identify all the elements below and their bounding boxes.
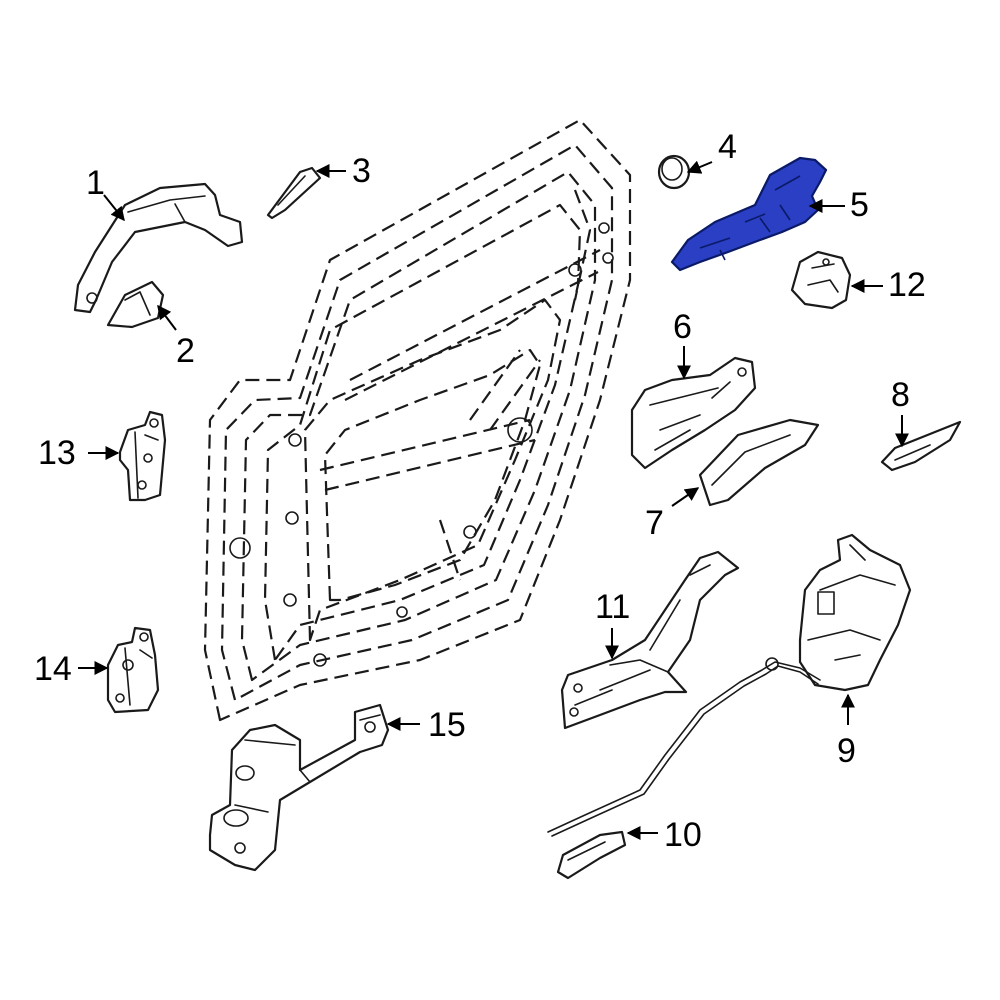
callout-labels: 1 2 3 4 5 6 7 8 9 10 11 12 13 14 15 <box>34 128 926 854</box>
part-15-door-check <box>208 703 390 872</box>
part-11-lock-bracket <box>560 550 740 730</box>
callout-9: 9 <box>837 732 856 770</box>
callout-12: 12 <box>888 266 926 304</box>
callout-8: 8 <box>891 376 910 414</box>
callout-11: 11 <box>595 588 630 626</box>
callout-7: 7 <box>645 504 664 542</box>
part-8-trim-cover <box>880 420 962 472</box>
part-7-inner-handle <box>698 418 820 507</box>
leader-lines <box>78 160 909 840</box>
part-9-door-latch <box>798 533 912 692</box>
part-13-upper-hinge <box>118 410 167 502</box>
callout-2: 2 <box>176 332 195 370</box>
part-12-striker <box>790 250 852 310</box>
callout-15: 15 <box>428 706 466 744</box>
callout-6: 6 <box>673 308 692 346</box>
callout-13: 13 <box>38 434 76 472</box>
callout-3: 3 <box>352 152 371 190</box>
callout-5: 5 <box>850 186 869 224</box>
part-2-handle-cover <box>106 280 165 329</box>
part-14-lower-hinge <box>106 626 160 714</box>
part-4-plug <box>657 154 691 190</box>
callout-10: 10 <box>664 816 702 854</box>
door-frame-outline <box>203 118 632 722</box>
callout-4: 4 <box>718 128 737 166</box>
callout-1: 1 <box>86 164 105 202</box>
part-6-inner-handle-housing <box>630 356 757 470</box>
part-3-escutcheon <box>266 166 322 220</box>
callout-14: 14 <box>34 650 72 688</box>
part-10-release-cable <box>547 657 821 880</box>
part-5-handle-bracket <box>670 156 828 272</box>
